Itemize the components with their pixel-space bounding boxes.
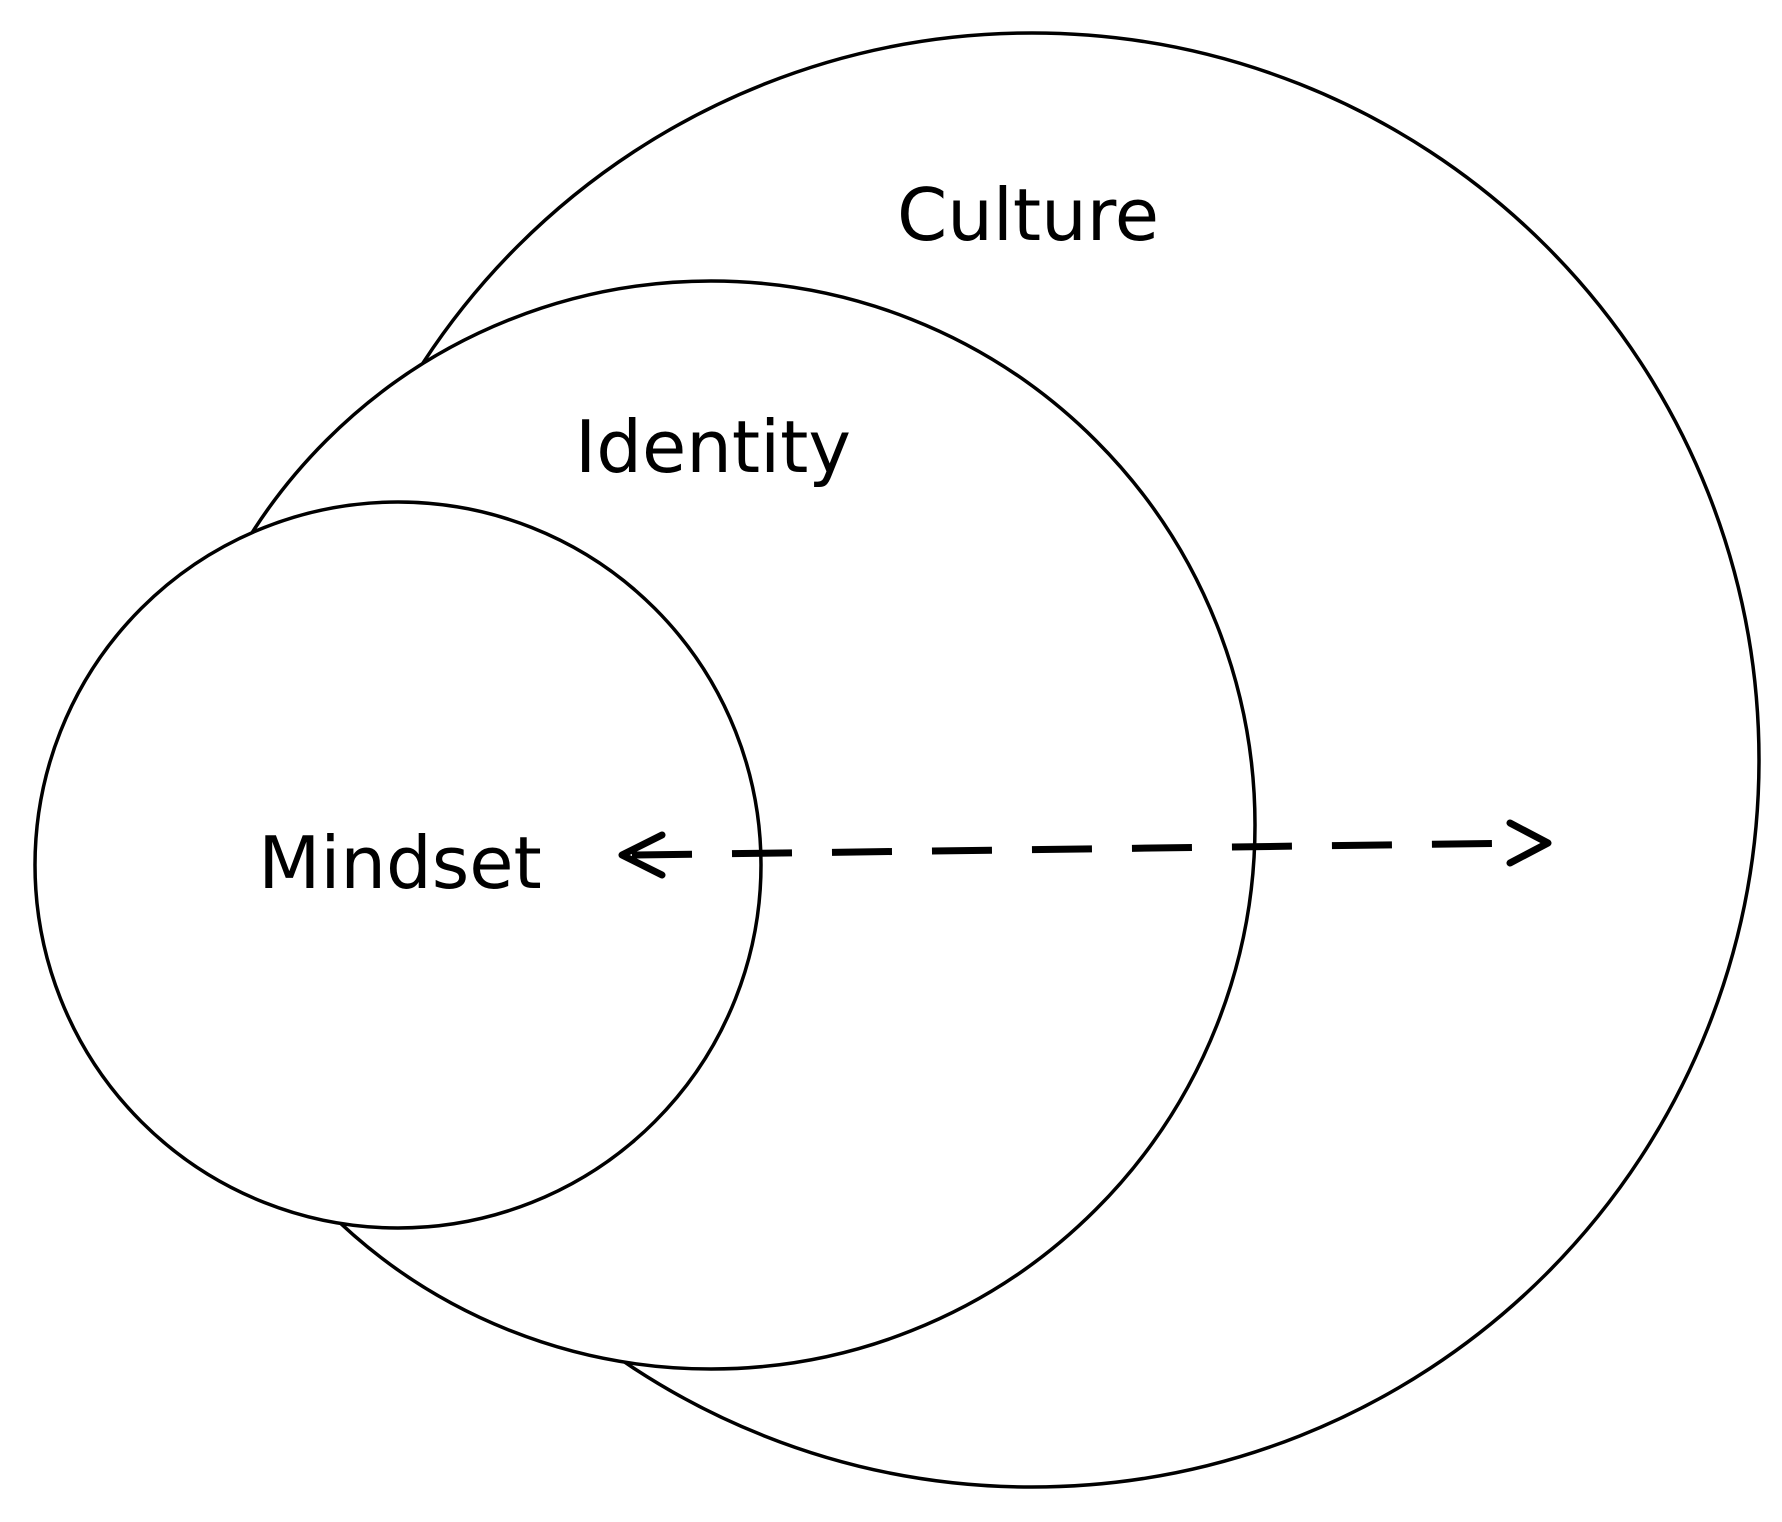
arrow-right-head-icon (1506, 819, 1552, 867)
identity-label: Identity (575, 405, 851, 489)
mindset-label: Mindset (258, 821, 542, 905)
arrow-left-head-icon (618, 831, 666, 879)
culture-label: Culture (897, 173, 1159, 257)
dashed-arrow-line (631, 839, 1531, 859)
mindset-circle (33, 500, 763, 1230)
